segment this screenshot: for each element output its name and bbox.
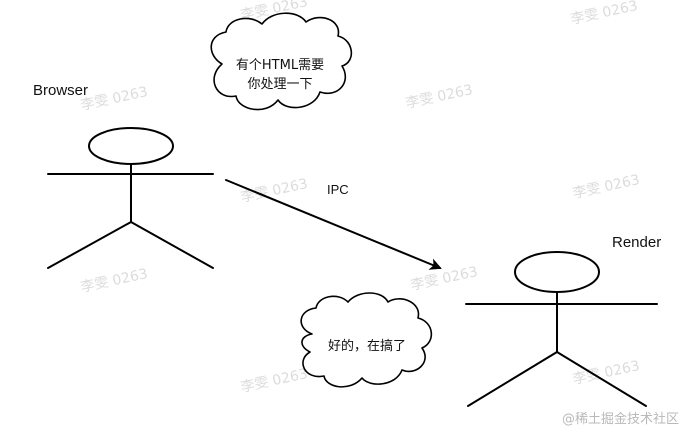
browser-actor-label: Browser [33, 82, 89, 99]
render-actor-right-leg [556, 351, 647, 407]
browser-message-text: 有个HTML需要 你处理一下 [222, 56, 338, 94]
publisher-watermark: @稀土掘金技术社区 [561, 412, 679, 427]
browser-message-line-2: 你处理一下 [247, 77, 313, 92]
ipc-label: IPC [327, 182, 349, 197]
render-reply-cloud [300, 292, 433, 388]
browser-message-cloud [210, 12, 353, 111]
render-reply-text: 好的，在搞了 [327, 339, 406, 354]
browser-message-line-1: 有个HTML需要 [235, 58, 325, 73]
render-actor-label: Render [612, 234, 662, 251]
browser-actor-head [88, 127, 174, 165]
render-actor-head [514, 251, 600, 293]
browser-actor [47, 127, 214, 269]
render-actor-left-leg [467, 351, 558, 407]
render-actor [465, 251, 658, 407]
ipc-arrow [225, 179, 442, 270]
browser-actor-left-leg [47, 221, 132, 269]
browser-actor-right-leg [130, 221, 214, 269]
